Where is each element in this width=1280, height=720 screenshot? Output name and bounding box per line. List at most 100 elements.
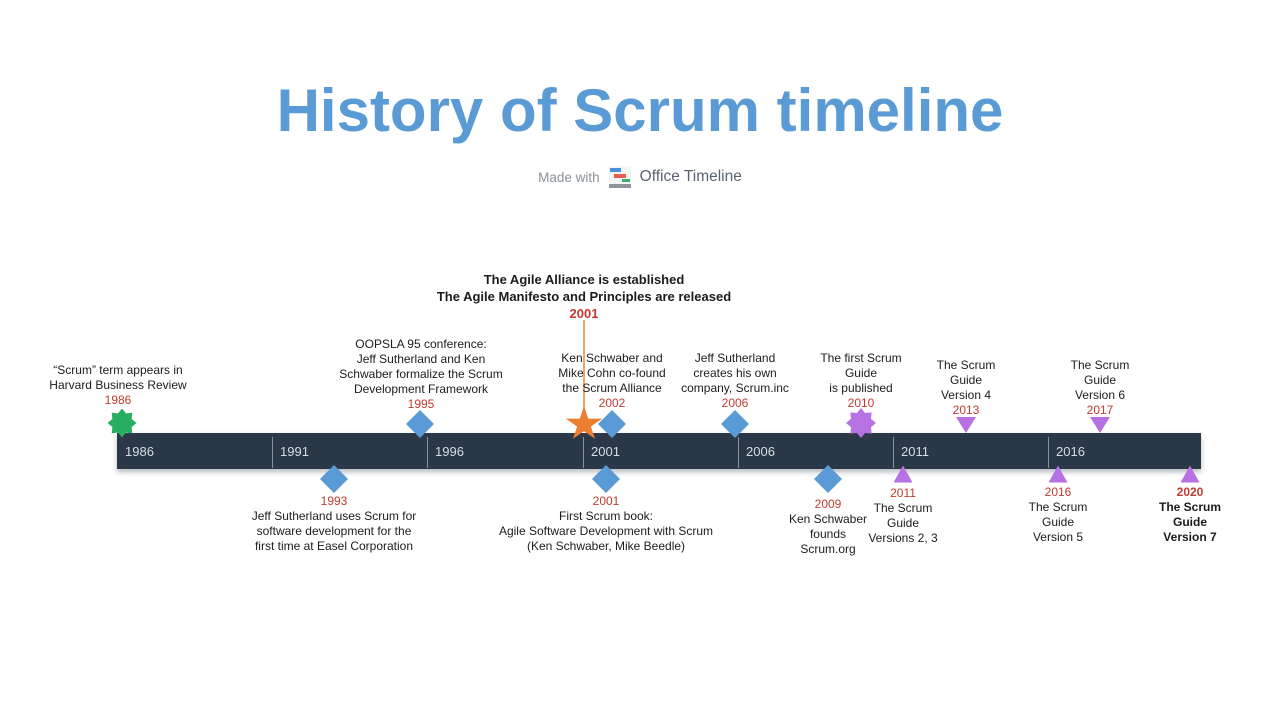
milestone-text-line: Guide [1041,515,1075,529]
timeline-tick [427,437,428,468]
timeline-tick [893,437,894,468]
milestone-text-line: Guide [1083,373,1117,387]
milestone-date: 2016 [1044,485,1072,499]
milestone-text-line: founds [809,527,847,541]
timeline-tick [583,437,584,468]
milestone-text-line: Schwaber formalize the Scrum [339,367,503,381]
milestone-text-line: the Scrum Alliance [562,381,662,395]
milestone-connector [583,320,585,412]
milestone-text-line: Guide [886,516,920,530]
diamond-marker [592,465,620,493]
timeline-year-label: 2001 [591,444,620,459]
milestone-text-line: Harvard Business Review [49,378,187,392]
tri-down-marker [1090,417,1110,433]
milestone-text-line: The Scrum [873,501,933,515]
timeline-year-label: 1991 [280,444,309,459]
milestone-text-line: Guide [844,366,878,380]
milestone-text-line: “Scrum” term appears in [53,363,183,377]
timeline-year-label: 2011 [901,444,929,459]
milestone-date: 2010 [847,396,875,410]
milestone-date: 2001 [592,494,620,508]
milestone-text-line: Version 6 [1074,388,1126,402]
logo-bar-blue [609,168,621,172]
diamond-marker [320,465,348,493]
milestone-text-line: Version 7 [1163,530,1217,544]
milestone-text-line: Agile Software Development with Scrum [498,524,714,538]
milestone-text-line: The Scrum [1158,500,1222,514]
timeline-tick [272,437,273,468]
timeline-year-label: 2006 [746,444,775,459]
milestone-text-line: The Agile Manifesto and Principles are r… [436,289,732,304]
office-timeline-brand: Office Timeline [639,168,742,185]
milestone-text-line: The Scrum [1028,500,1088,514]
milestone-text-line: Development Framework [353,382,489,396]
timeline-year-label: 1986 [125,444,154,459]
tri-down-marker [956,417,976,433]
logo-bar-orange [613,174,626,178]
milestone-text-line: The Scrum [936,358,996,372]
milestone-text-line: Version 4 [940,388,992,402]
milestone-text-line: OOPSLA 95 conference: [355,337,487,351]
timeline-year-label: 1996 [435,444,464,459]
milestone-date: 2006 [721,396,749,410]
milestone-date: 2002 [598,396,626,410]
milestone-text-line: company, Scrum.inc [681,381,789,395]
milestone-date: 2009 [814,497,842,511]
milestone-text-line: Jeff Sutherland and Ken [356,352,486,366]
milestone-date: 2013 [952,403,980,417]
milestone-date: 1995 [407,397,435,411]
milestone-text-line: Versions 2, 3 [868,531,938,545]
milestone-text-line: first time at Easel Corporation [254,539,414,553]
office-timeline-logo-icon [608,166,631,188]
milestone-text-line: Jeff Sutherland [694,351,776,365]
milestone-text-line: Version 5 [1032,530,1084,544]
milestone-date: 1986 [104,393,132,407]
diamond-marker [814,465,842,493]
milestone-text-line: The Scrum [1070,358,1130,372]
milestone-text-line: is published [829,381,893,395]
milestone-date: 1993 [320,494,348,508]
milestone-date: 2017 [1086,403,1114,417]
made-with-credit: Made with Office Timeline [0,164,1280,190]
milestone-text-line: creates his own [693,366,777,380]
logo-bar-gray [608,184,631,188]
logo-bar-green [621,179,630,182]
milestone-text-line: Ken Schwaber and [561,351,663,365]
milestone-text-line: Guide [949,373,983,387]
milestone-text-line: Jeff Sutherland uses Scrum for [251,509,417,523]
timeline-bar [117,433,1201,469]
milestone-text-line: Guide [1172,515,1208,529]
milestone-text-line: Mike Cohn co-found [558,366,666,380]
milestone-date: 2020 [1176,485,1204,499]
milestone-text-line: software development for the [256,524,412,538]
milestone-text-line: The first Scrum [820,351,902,365]
seal8-marker [107,408,137,438]
made-with-label: Made with [538,169,600,185]
timeline-tick [738,437,739,468]
milestone-date: 2001 [569,306,599,321]
page-title: History of Scrum timeline [276,77,1004,144]
milestone-text-line: The Agile Alliance is established [483,272,685,287]
milestone-text-line: Ken Schwaber [788,512,868,526]
milestone-date: 2011 [890,486,916,500]
seal8-marker [846,408,876,438]
timeline-tick [1048,437,1049,468]
milestone-1995-oopsla: OOPSLA 95 conference:Jeff Sutherland and… [339,337,502,412]
milestone-text-line: (Ken Schwaber, Mike Beedle) [526,539,686,553]
timeline-year-label: 2016 [1056,444,1085,459]
milestone-text-line: Scrum.org [800,542,856,556]
